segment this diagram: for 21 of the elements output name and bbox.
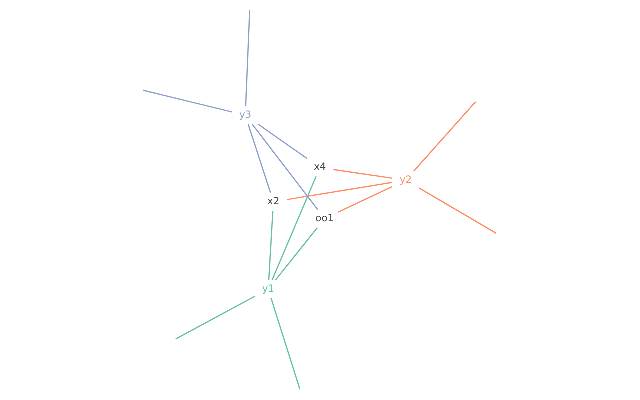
node-text: oo1 — [316, 213, 334, 224]
connector — [286, 182, 393, 200]
connector — [413, 102, 476, 172]
connector — [258, 124, 308, 160]
connector — [252, 124, 318, 210]
connector — [419, 188, 497, 234]
node-text: x2 — [268, 196, 280, 208]
node-text: y3 — [239, 110, 252, 121]
connector — [270, 298, 301, 390]
connector — [143, 90, 232, 113]
node-text: y1 — [262, 284, 275, 295]
connector — [248, 124, 272, 194]
connector — [245, 10, 251, 106]
connector — [338, 186, 393, 213]
connector — [275, 227, 318, 281]
connector — [176, 296, 256, 340]
connector — [333, 169, 393, 180]
node-text: x4 — [314, 162, 326, 174]
connector — [272, 176, 317, 281]
node-text: y2 — [400, 174, 412, 186]
connector — [268, 210, 274, 280]
